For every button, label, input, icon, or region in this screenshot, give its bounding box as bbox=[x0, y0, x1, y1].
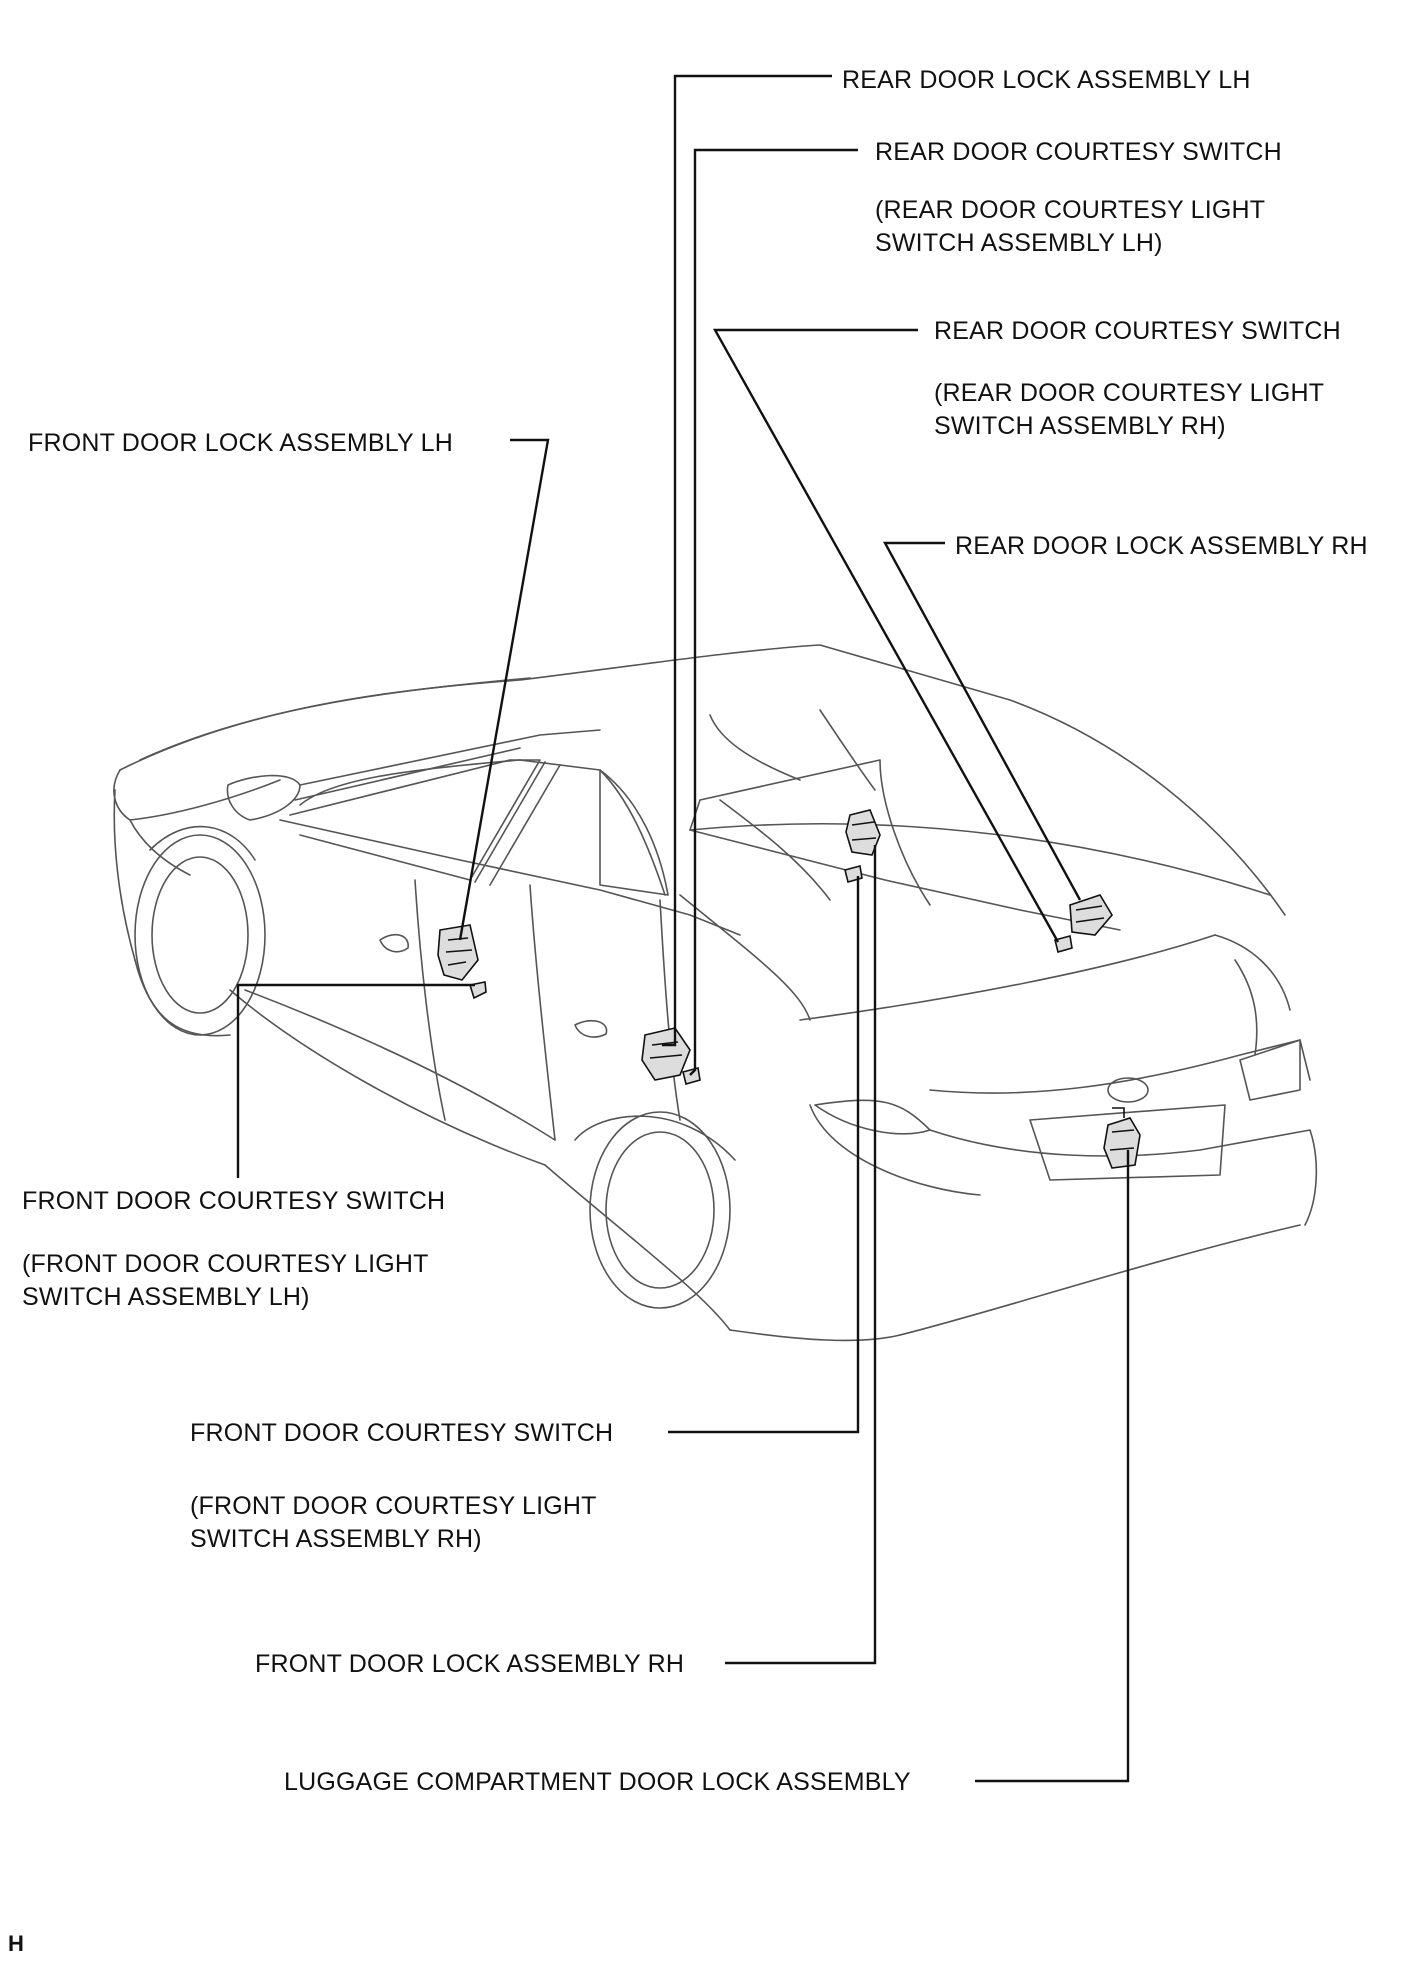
leader-front-courtesy-rh bbox=[668, 876, 860, 1434]
label-rear-door-lock-lh: REAR DOOR LOCK ASSEMBLY LH bbox=[842, 66, 1251, 94]
label-front-door-lock-rh: FRONT DOOR LOCK ASSEMBLY RH bbox=[255, 1650, 685, 1678]
front-door-lock-rh-part bbox=[845, 809, 881, 856]
rear-courtesy-lh-part bbox=[682, 1067, 701, 1085]
label-front-courtesy-rh-title: FRONT DOOR COURTESY SWITCH bbox=[190, 1419, 614, 1447]
label-front-courtesy-rh-sub1: (FRONT DOOR COURTESY LIGHT bbox=[190, 1492, 597, 1520]
label-rear-courtesy-rh-sub2: SWITCH ASSEMBLY RH) bbox=[934, 412, 1226, 440]
label-luggage-lock: LUGGAGE COMPARTMENT DOOR LOCK ASSEMBLY bbox=[284, 1768, 911, 1796]
label-front-courtesy-lh-sub2: SWITCH ASSEMBLY LH) bbox=[22, 1283, 310, 1311]
leader-lines bbox=[236, 74, 1130, 1783]
rear-door-lock-rh-part bbox=[1069, 894, 1113, 936]
label-front-door-lock-lh: FRONT DOOR LOCK ASSEMBLY LH bbox=[28, 429, 453, 457]
leader-front-door-lock-rh bbox=[725, 845, 877, 1665]
car-outline bbox=[113, 644, 1318, 1342]
label-rear-courtesy-lh-title: REAR DOOR COURTESY SWITCH bbox=[875, 138, 1282, 166]
leader-rear-courtesy-lh bbox=[689, 148, 858, 1076]
label-rear-courtesy-lh-sub2: SWITCH ASSEMBLY LH) bbox=[875, 229, 1163, 257]
label-front-courtesy-lh-sub1: (FRONT DOOR COURTESY LIGHT bbox=[22, 1250, 429, 1278]
leader-luggage-lock bbox=[975, 1150, 1130, 1783]
leader-front-door-lock-lh bbox=[458, 438, 550, 941]
label-rear-door-lock-rh: REAR DOOR LOCK ASSEMBLY RH bbox=[955, 532, 1368, 560]
label-front-courtesy-rh-sub2: SWITCH ASSEMBLY RH) bbox=[190, 1525, 482, 1553]
front-courtesy-rh-part bbox=[844, 865, 863, 883]
label-rear-courtesy-rh-sub1: (REAR DOOR COURTESY LIGHT bbox=[934, 379, 1325, 407]
label-front-courtesy-lh-title: FRONT DOOR COURTESY SWITCH bbox=[22, 1187, 446, 1215]
leader-rear-courtesy-rh bbox=[712, 328, 1060, 943]
label-rear-courtesy-lh-sub1: (REAR DOOR COURTESY LIGHT bbox=[875, 196, 1266, 224]
label-rear-courtesy-rh-title: REAR DOOR COURTESY SWITCH bbox=[934, 317, 1341, 345]
leader-rear-door-lock-lh bbox=[662, 74, 832, 1047]
leader-front-courtesy-lh bbox=[236, 983, 475, 1178]
figure-reference: H bbox=[8, 1931, 24, 1956]
rear-courtesy-rh-part bbox=[1054, 935, 1073, 953]
front-door-lock-lh-part bbox=[437, 924, 479, 981]
leader-rear-door-lock-rh bbox=[882, 541, 1082, 901]
luggage-lock-part bbox=[1103, 1107, 1141, 1169]
